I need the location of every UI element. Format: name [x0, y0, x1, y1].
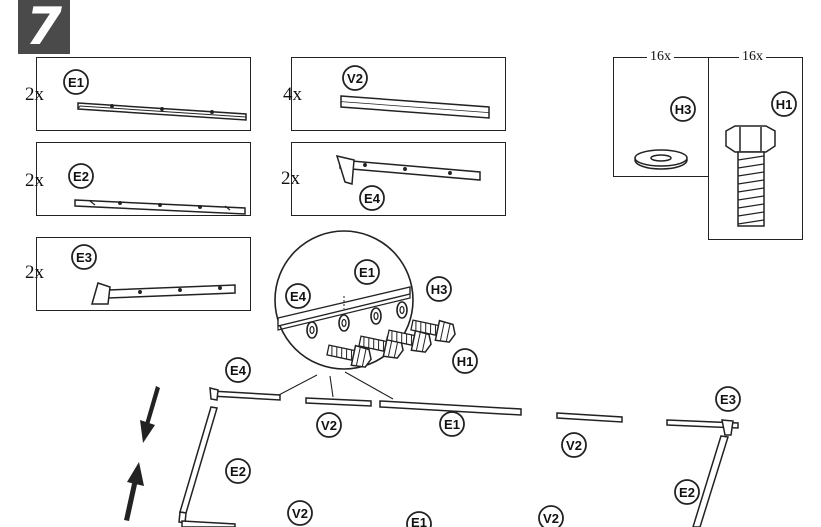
assembly-label-v2b: V2 — [566, 438, 582, 453]
bolt-h1-drawing — [725, 125, 776, 227]
assembly-drawing — [178, 387, 739, 527]
assembly-label-v2d: V2 — [543, 511, 559, 526]
assembly-callout-e1b-circle — [406, 511, 432, 527]
part-e2-drawing — [74, 199, 246, 215]
detail-label-h3: H3 — [431, 282, 448, 297]
assembly-e2-right — [692, 435, 729, 527]
part-qty-e3: 2x — [25, 262, 44, 283]
detail-callout-e4-circle — [285, 283, 311, 309]
callout-e3-label: E3 — [76, 250, 92, 265]
assembly-label-v2: V2 — [321, 418, 337, 433]
detail-callout-h3-circle — [426, 276, 452, 302]
assembly-label-v2c: V2 — [292, 506, 308, 521]
hardware-qty-h1: 16x — [739, 49, 766, 65]
assembly-label-e2b: E2 — [679, 485, 695, 500]
part-e4-drawing — [335, 154, 481, 185]
detail-callout-e1-circle — [354, 259, 380, 285]
assembly-callout-v2-circle — [316, 412, 342, 438]
step-number: 7 — [18, 0, 70, 54]
assembly-callout-v2c-circle — [287, 500, 313, 526]
hardware-qty-h3: 16x — [647, 49, 674, 65]
callout-h1-label: H1 — [776, 97, 793, 112]
part-qty-e4: 2x — [281, 168, 300, 189]
callout-h3-label: H3 — [675, 102, 692, 117]
callout-e1-label: E1 — [68, 75, 84, 90]
assembly-e1-top — [379, 400, 522, 416]
part-panel-v2 — [291, 57, 506, 131]
part-v2-drawing — [340, 95, 490, 119]
callout-e4-circle — [359, 185, 385, 211]
callout-h1-circle — [771, 91, 797, 117]
part-e1-drawing — [77, 102, 247, 121]
assembly-v2-top-right — [556, 412, 623, 423]
callout-h3-circle — [670, 96, 696, 122]
part-qty-e1: 2x — [25, 84, 44, 105]
assembly-callout-v2b-circle — [561, 432, 587, 458]
assembly-bottom-rail — [181, 520, 236, 527]
assembly-callout-e3-circle — [715, 386, 741, 412]
assembly-callout-e2-circle — [225, 458, 251, 484]
assembly-callout-e2b-circle — [674, 479, 700, 505]
part-e3-drawing — [91, 282, 236, 305]
assembly-e3-top-right — [666, 419, 739, 429]
assembly-e4-top-left — [210, 390, 281, 401]
assembly-callout-v2d-circle — [538, 505, 564, 527]
detail-magnifier — [274, 230, 458, 400]
assembly-v2-top-left — [305, 397, 372, 407]
callout-e3-circle — [71, 244, 97, 270]
part-panel-e3 — [36, 237, 251, 311]
callout-v2-label: V2 — [347, 71, 363, 86]
assembly-callout-e1-circle — [439, 411, 465, 437]
callout-e2-label: E2 — [73, 169, 89, 184]
assembly-label-e4: E4 — [230, 363, 247, 378]
washer-h3-drawing — [634, 149, 688, 170]
assembly-label-e1: E1 — [444, 417, 460, 432]
arrow-up-icon — [124, 462, 144, 521]
assembly-label-e1b: E1 — [411, 515, 427, 527]
detail-label-e1: E1 — [359, 265, 375, 280]
arrow-down-icon — [140, 386, 160, 443]
assembly-callout-e4-circle — [225, 357, 251, 383]
detail-label-e4: E4 — [290, 289, 307, 304]
callout-e2-circle — [68, 163, 94, 189]
part-qty-e2: 2x — [25, 170, 44, 191]
part-qty-v2: 4x — [283, 84, 302, 105]
detail-callout-h1-circle — [452, 348, 478, 374]
callout-v2-circle — [342, 65, 368, 91]
callout-e4-label: E4 — [364, 191, 381, 206]
detail-label-h1: H1 — [457, 354, 474, 369]
assembly-label-e2: E2 — [230, 464, 246, 479]
callout-e1-circle — [63, 69, 89, 95]
assembly-label-e3: E3 — [720, 392, 736, 407]
assembly-e2-left — [179, 406, 218, 514]
